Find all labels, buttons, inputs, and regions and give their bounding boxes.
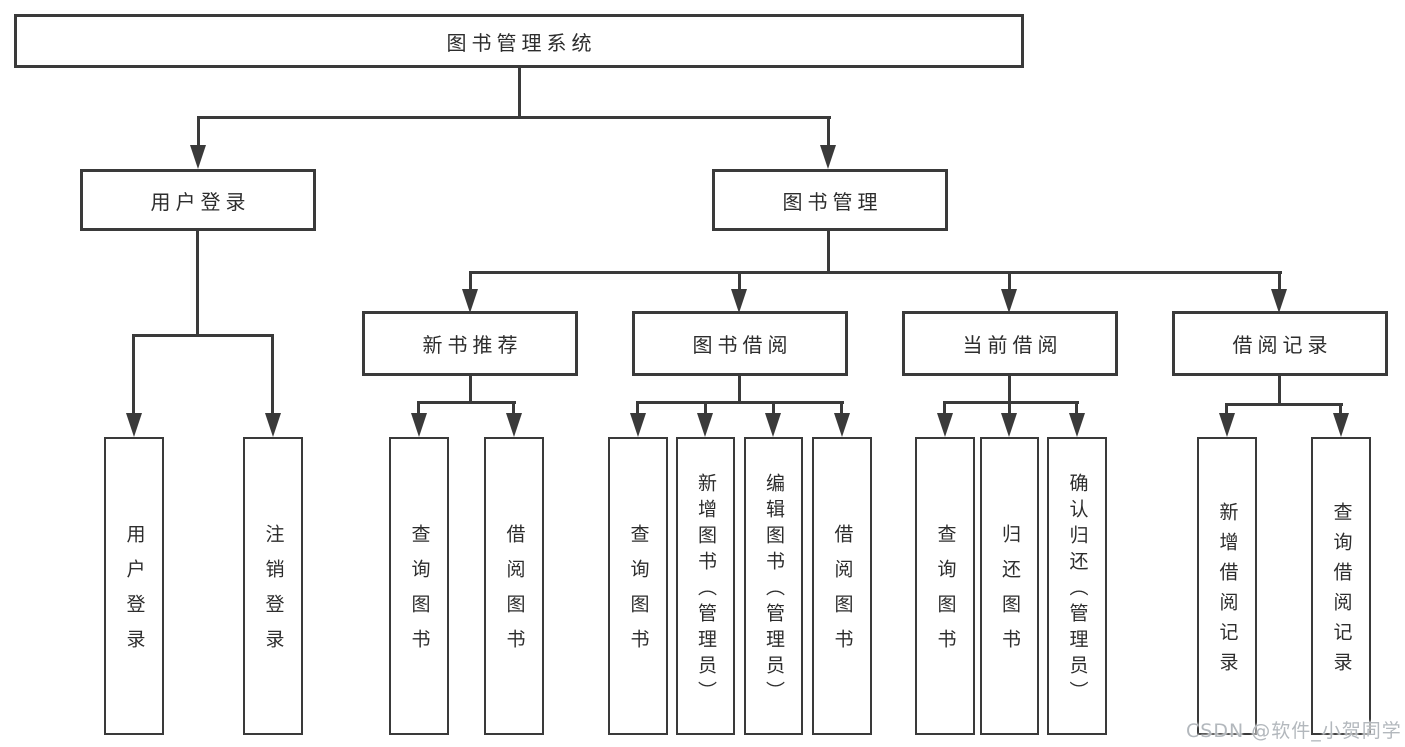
- connector-drop: [417, 401, 420, 415]
- connector-drop: [1075, 401, 1078, 415]
- node-root-system: 图书管理系统: [14, 14, 1024, 68]
- leaf-edit-books-admin: 编辑图书（管理员）: [744, 437, 803, 735]
- connector-split: [1225, 403, 1343, 406]
- leaf-recommend-borrow-books: 借阅图书: [484, 437, 544, 735]
- connector-drop: [943, 401, 946, 415]
- node-user-login-label: 用户登录: [150, 189, 251, 214]
- connector-drop: [469, 271, 472, 291]
- leaf-recommend-borrow-books-label: 借阅图书: [503, 524, 526, 664]
- arrow-down: [731, 289, 747, 313]
- leaf-recommend-query-books: 查询图书: [389, 437, 449, 735]
- node-new-book-recommend-label: 新书推荐: [422, 333, 523, 357]
- leaf-query-borrow-record-label: 查询借阅记录: [1330, 501, 1353, 682]
- leaf-confirm-return-admin: 确认归还（管理员）: [1047, 437, 1107, 735]
- connector-drop: [840, 401, 843, 415]
- arrow-down: [265, 413, 281, 437]
- connector-drop: [1008, 401, 1011, 415]
- arrow-down: [937, 413, 953, 437]
- connector-split: [943, 401, 1079, 404]
- node-book-management: 图书管理: [712, 169, 948, 231]
- connector-drop: [512, 401, 515, 415]
- connector-split: [417, 401, 516, 404]
- arrow-down: [765, 413, 781, 437]
- arrow-down: [630, 413, 646, 437]
- node-borrow-records: 借阅记录: [1172, 311, 1388, 376]
- leaf-user-login: 用户登录: [104, 437, 164, 735]
- arrow-down: [411, 413, 427, 437]
- connector-drop: [1278, 271, 1281, 291]
- connector-split: [636, 401, 844, 404]
- connector-root-stem: [518, 68, 521, 118]
- arrow-down: [697, 413, 713, 437]
- arrow-down: [1333, 413, 1349, 437]
- node-book-management-label: 图书管理: [782, 189, 883, 214]
- connector-user-login-split: [132, 334, 274, 337]
- arrow-down: [506, 413, 522, 437]
- leaf-query-borrow-record: 查询借阅记录: [1311, 437, 1371, 735]
- connector-book-mgmt-stem: [827, 231, 830, 273]
- connector-l1-drop-left: [197, 116, 200, 148]
- node-borrow-records-label: 借阅记录: [1232, 333, 1333, 357]
- arrow-down: [126, 413, 142, 437]
- leaf-recommend-query-books-label: 查询图书: [408, 524, 431, 664]
- connector-drop: [1008, 271, 1011, 291]
- leaf-logout: 注销登录: [243, 437, 303, 735]
- leaf-add-borrow-record-label: 新增借阅记录: [1216, 501, 1239, 682]
- arrow-down: [1271, 289, 1287, 313]
- connector-drop: [271, 334, 274, 415]
- connector-drop: [738, 271, 741, 291]
- node-root-label: 图书管理系统: [446, 30, 597, 55]
- connector-stem: [1008, 376, 1011, 403]
- connector-l3-split: [469, 271, 1282, 274]
- connector-stem: [469, 376, 472, 403]
- connector-drop: [1339, 403, 1342, 415]
- leaf-edit-books-admin-label: 编辑图书（管理员）: [763, 472, 785, 707]
- node-book-borrow-label: 图书借阅: [692, 333, 793, 357]
- arrow-down: [1001, 413, 1017, 437]
- leaf-borrow-query-books-label: 查询图书: [627, 524, 650, 664]
- arrow-down: [1069, 413, 1085, 437]
- connector-l1-drop-right: [827, 116, 830, 148]
- arrow-down: [834, 413, 850, 437]
- leaf-current-query-books-label: 查询图书: [934, 524, 957, 664]
- connector-stem: [738, 376, 741, 403]
- connector-l1-split: [197, 116, 831, 119]
- arrow-down: [1219, 413, 1235, 437]
- leaf-borrow-books: 借阅图书: [812, 437, 872, 735]
- leaf-confirm-return-admin-label: 确认归还（管理员）: [1066, 472, 1089, 707]
- leaf-return-books: 归还图书: [980, 437, 1039, 735]
- leaf-borrow-query-books: 查询图书: [608, 437, 668, 735]
- leaf-return-books-label: 归还图书: [999, 524, 1021, 664]
- leaf-current-query-books: 查询图书: [915, 437, 975, 735]
- leaf-borrow-books-label: 借阅图书: [831, 524, 854, 664]
- arrow-down: [1001, 289, 1017, 313]
- node-user-login: 用户登录: [80, 169, 316, 231]
- connector-drop: [772, 401, 775, 415]
- node-new-book-recommend: 新书推荐: [362, 311, 578, 376]
- node-current-borrow: 当前借阅: [902, 311, 1118, 376]
- node-book-borrow: 图书借阅: [632, 311, 848, 376]
- connector-drop: [1225, 403, 1228, 415]
- leaf-add-books-admin-label: 新增图书（管理员）: [695, 472, 717, 707]
- leaf-logout-label: 注销登录: [262, 524, 285, 664]
- connector-drop: [704, 401, 707, 415]
- connector-stem: [1278, 376, 1281, 405]
- arrow-down: [462, 289, 478, 313]
- leaf-add-books-admin: 新增图书（管理员）: [676, 437, 735, 735]
- csdn-watermark: CSDN @软件_小贺同学: [1186, 720, 1402, 742]
- connector-drop: [636, 401, 639, 415]
- arrow-down: [820, 145, 836, 169]
- leaf-add-borrow-record: 新增借阅记录: [1197, 437, 1257, 735]
- arrow-down: [190, 145, 206, 169]
- connector-user-login-stem: [196, 230, 199, 336]
- connector-drop: [132, 334, 135, 415]
- leaf-user-login-label: 用户登录: [123, 524, 146, 664]
- node-current-borrow-label: 当前借阅: [962, 333, 1063, 357]
